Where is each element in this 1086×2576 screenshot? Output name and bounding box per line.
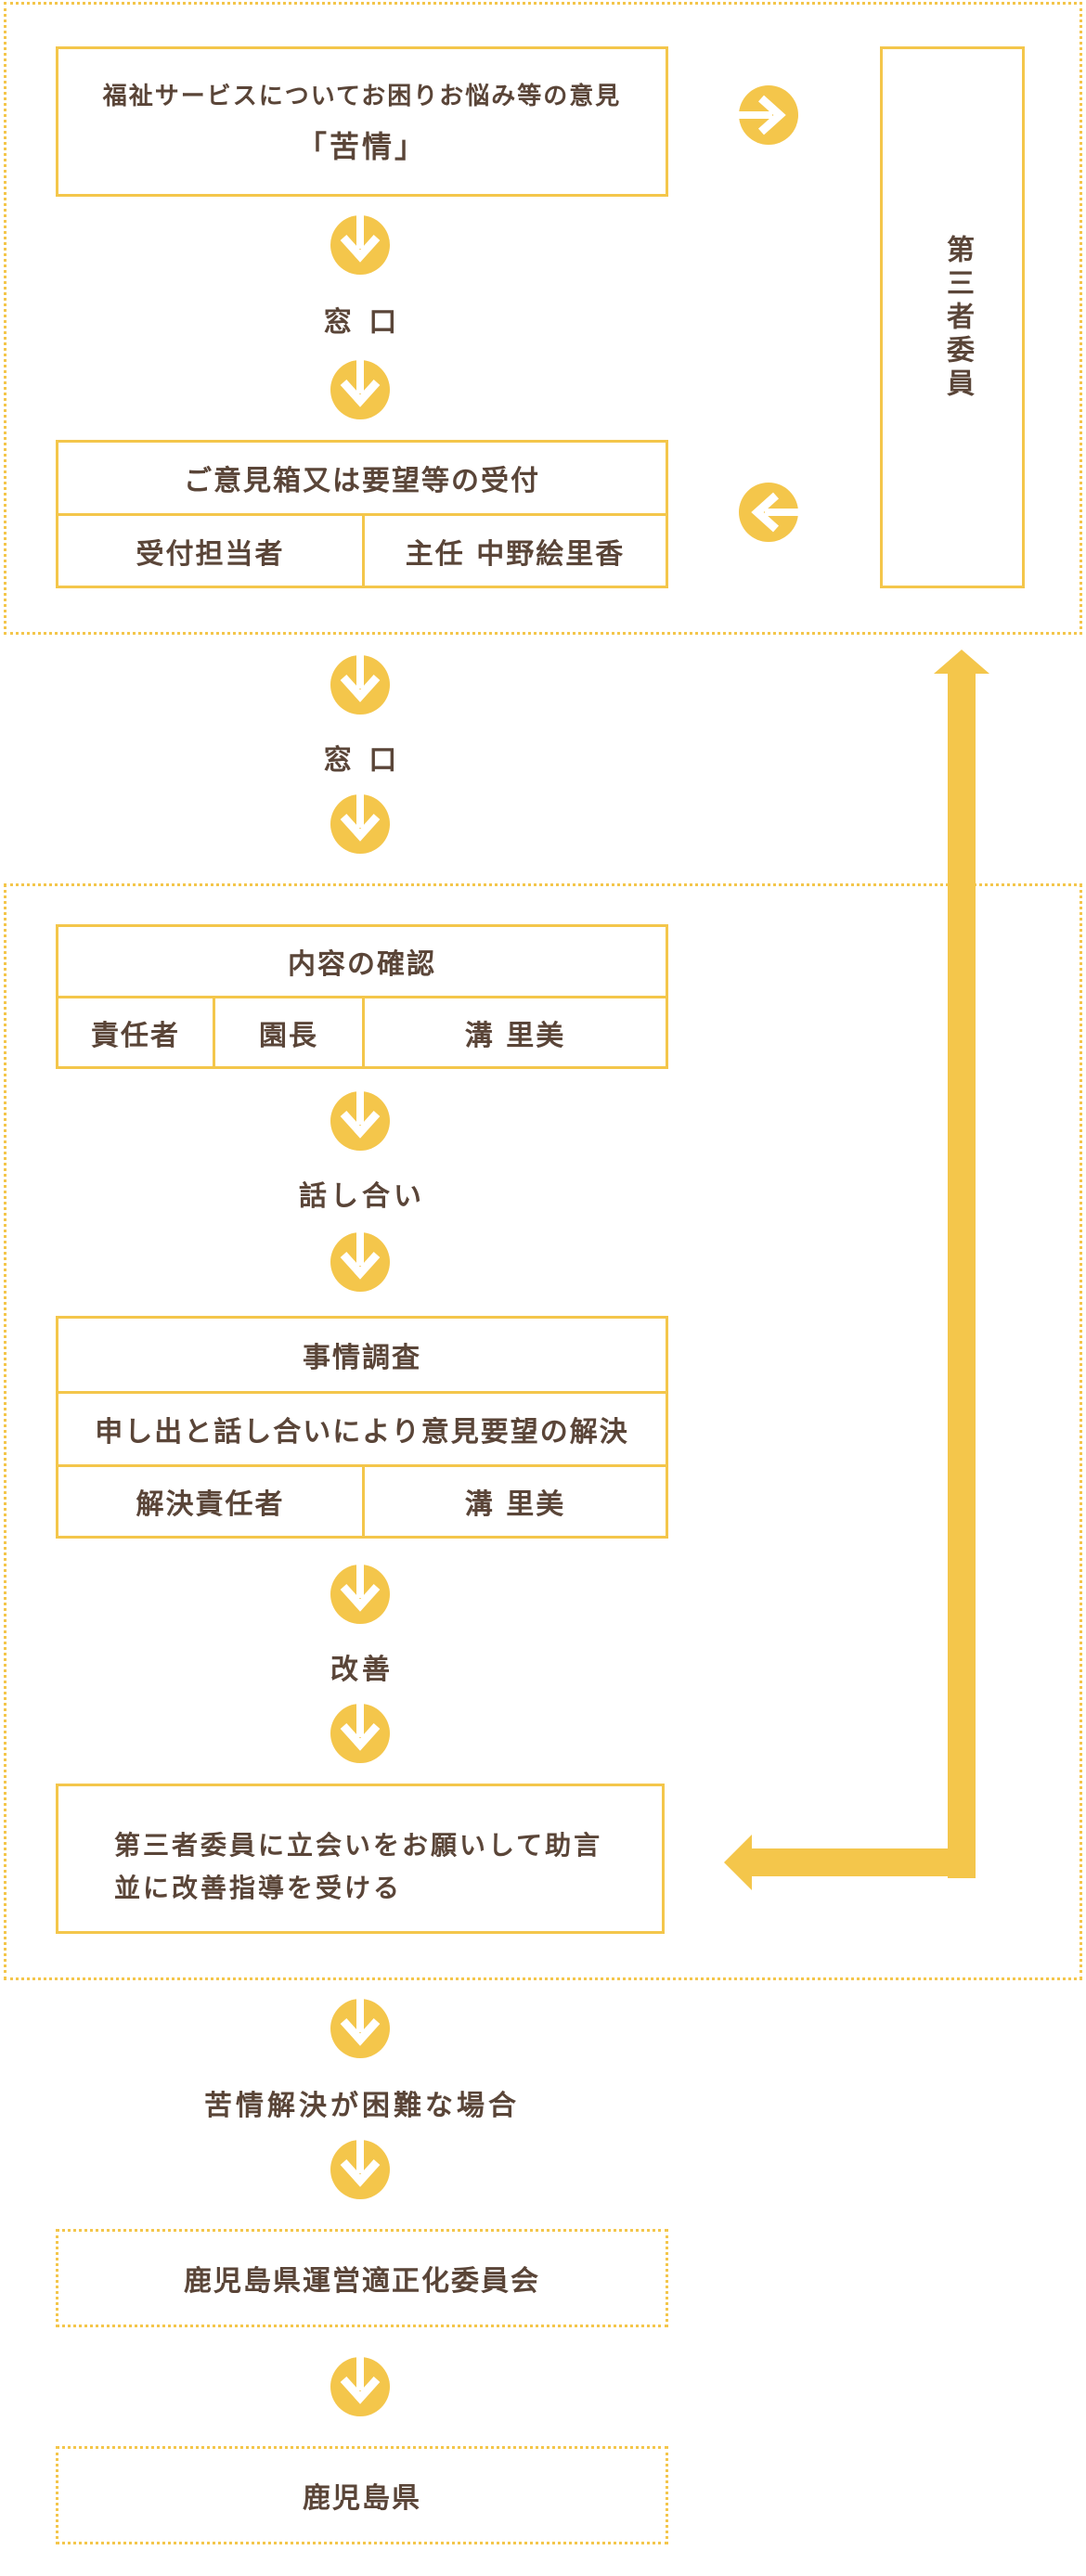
window-label-mid: 窓 口 <box>323 744 401 777</box>
committee-box: 鹿児島県運営適正化委員会 <box>56 2229 668 2327</box>
investigation-row2: 申し出と話し合いにより意見要望の解決 <box>95 1416 629 1449</box>
third-party-label: 第三者委員 <box>941 235 974 402</box>
left-arrow-icon <box>739 483 798 542</box>
down-arrow-icon <box>330 1232 390 1292</box>
down-arrow-icon <box>330 1704 390 1763</box>
divider <box>362 1467 365 1536</box>
down-arrow-icon <box>330 360 390 419</box>
investigation-title: 事情調査 <box>303 1342 421 1374</box>
reception-role: 受付担当者 <box>136 537 285 571</box>
third-party-box: 第三者委員 <box>880 46 1025 588</box>
complaint-line1: 福祉サービスについてお困りお悩み等の意見 <box>102 83 622 110</box>
confirm-cell-person: 溝 里美 <box>464 1019 566 1052</box>
down-arrow-icon <box>330 794 390 854</box>
right-arrow-icon <box>739 85 798 145</box>
reception-title: ご意見箱又は要望等の受付 <box>184 465 540 497</box>
prefecture-label: 鹿児島県 <box>303 2482 421 2515</box>
difficult-label: 苦情解決が困難な場合 <box>204 2090 520 2122</box>
divider <box>58 513 666 516</box>
advice-line1: 第三者委員に立会いをお願いして助言 <box>114 1830 603 1861</box>
reception-person: 主任 中野絵里香 <box>405 537 626 571</box>
confirm-title: 内容の確認 <box>288 948 436 981</box>
confirm-cell-role: 責任者 <box>91 1019 180 1052</box>
left-arrowhead-icon <box>724 1835 752 1890</box>
down-arrow-icon <box>330 1565 390 1624</box>
divider <box>362 516 365 586</box>
improvement-label: 改善 <box>330 1654 394 1686</box>
advice-box: 第三者委員に立会いをお願いして助言 並に改善指導を受ける <box>56 1784 665 1934</box>
divider <box>58 996 666 998</box>
discussion-label: 話し合い <box>299 1180 425 1213</box>
down-arrow-icon <box>330 2357 390 2416</box>
divider <box>213 998 215 1066</box>
down-arrow-icon <box>330 1999 390 2058</box>
complaint-box: 福祉サービスについてお困りお悩み等の意見 「苦情」 <box>56 46 668 197</box>
reception-box: ご意見箱又は要望等の受付 受付担当者 主任 中野絵里香 <box>56 440 668 588</box>
down-arrow-icon <box>330 215 390 275</box>
investigation-box: 事情調査 申し出と話し合いにより意見要望の解決 解決責任者 溝 里美 <box>56 1316 668 1539</box>
resolver-role: 解決責任者 <box>136 1488 285 1521</box>
prefecture-box: 鹿児島県 <box>56 2446 668 2544</box>
confirm-cell-title: 園長 <box>259 1019 318 1052</box>
top-section <box>4 2 1082 635</box>
committee-label: 鹿児島県運営適正化委員会 <box>184 2265 540 2298</box>
divider <box>58 1464 666 1467</box>
divider <box>58 1391 666 1394</box>
resolver-person: 溝 里美 <box>464 1488 566 1521</box>
divider <box>362 998 365 1066</box>
down-arrow-icon <box>330 2140 390 2199</box>
down-arrow-icon <box>330 1091 390 1151</box>
confirm-box: 内容の確認 責任者 園長 溝 里美 <box>56 924 668 1069</box>
feedback-arrow <box>724 650 989 1890</box>
complaint-line2: 「苦情」 <box>296 129 427 164</box>
up-arrow-icon <box>934 650 989 674</box>
window-label-top: 窓 口 <box>323 306 401 339</box>
advice-line2: 並に改善指導を受ける <box>114 1873 403 1903</box>
middle-section <box>4 883 1082 1980</box>
down-arrow-icon <box>330 655 390 715</box>
